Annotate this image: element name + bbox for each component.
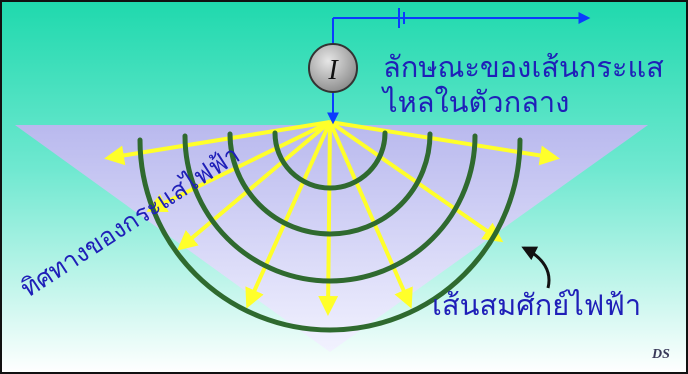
ground-medium [15, 125, 648, 352]
circuit-wire [327, 8, 591, 125]
current-arrow [245, 121, 332, 309]
current-arrow [328, 121, 413, 309]
equipotential-line [182, 133, 478, 284]
signature: DS [651, 347, 670, 362]
equipotential-line [137, 137, 523, 333]
current-arrow [104, 120, 331, 166]
equipotential-pointer [521, 246, 551, 289]
current-arrow [146, 120, 331, 212]
current-arrow [318, 121, 339, 316]
title-line-2: ไหลในตัวกลาง [381, 85, 569, 119]
equipotential-line [227, 131, 433, 237]
equipotential-line [272, 130, 388, 191]
current-arrow [176, 120, 332, 251]
title-line-1: ลักษณะของเส้นกระแส [383, 50, 664, 84]
ammeter-symbol: I [327, 55, 339, 86]
ammeter: I [308, 43, 358, 93]
current-arrow [328, 120, 504, 243]
equipotential-label: เส้นสมศักย์ไฟฟ้า [432, 288, 641, 322]
ammeter-body [308, 43, 358, 93]
equipotential-lines [137, 130, 523, 333]
